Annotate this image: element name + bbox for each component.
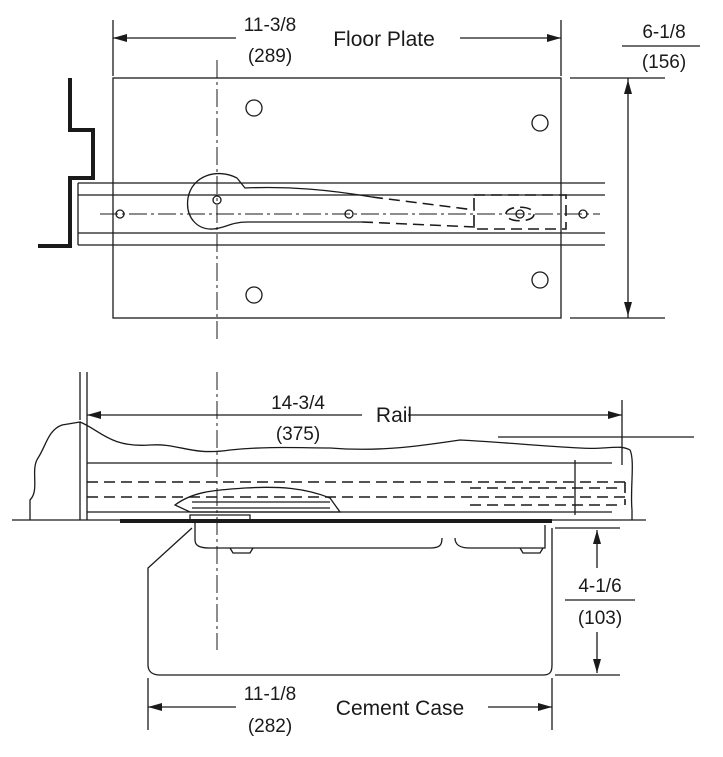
rail-hole <box>212 195 222 205</box>
cement-case <box>147 527 553 676</box>
screw-hole <box>531 271 549 289</box>
arm-profile <box>173 486 342 513</box>
slide-block-hidden <box>473 194 567 230</box>
floor-plate-width-mm: (289) <box>248 46 292 67</box>
pivot-arm <box>186 172 362 230</box>
screw-hole <box>245 99 263 117</box>
wall-profile <box>38 78 95 248</box>
pivot-arm-top <box>236 177 373 198</box>
spindle-housing <box>189 514 443 549</box>
rail-body <box>79 421 633 520</box>
dimension-arrow <box>113 34 127 42</box>
side-view: 14-3/4 (375) Rail 4-1/6 (103) 11-1/8 (28… <box>12 372 694 737</box>
dimension-arrow <box>624 302 632 316</box>
dimension-arrow <box>538 703 552 711</box>
dimension-arrow <box>547 34 561 42</box>
cement-case-depth-inches: 4-1/6 <box>578 576 621 597</box>
floor-plate-label: Floor Plate <box>333 28 435 51</box>
dimension-arrow <box>593 659 601 673</box>
case-lug <box>229 547 544 554</box>
top-view: 11-3/8 (289) Floor Plate 6-1/8 (156) <box>38 15 700 340</box>
cement-case-depth-mm: (103) <box>578 608 622 629</box>
door-jamb-profile <box>29 421 81 520</box>
dimension-arrow <box>148 703 162 711</box>
arm-profile-inner <box>192 501 330 509</box>
screw-hole <box>531 114 549 132</box>
rail-label: Rail <box>376 404 412 427</box>
dimension-arrow <box>593 530 601 544</box>
cement-case-width-mm: (282) <box>248 716 292 737</box>
slide-roller-hidden <box>505 206 535 222</box>
rail-length-mm: (375) <box>276 424 320 445</box>
dimension-arrow <box>608 411 622 419</box>
floor-plate <box>112 77 562 319</box>
floor-plate-width-inches: 11-3/8 <box>244 15 296 36</box>
rail-length-inches: 14-3/4 <box>271 393 325 414</box>
rail-hidden-lines <box>87 481 626 506</box>
floor-plate-height-mm: (156) <box>642 52 686 73</box>
cement-case-label: Cement Case <box>336 697 464 720</box>
case-top-right <box>454 525 546 549</box>
screw-hole <box>245 286 263 304</box>
dimension-arrow <box>624 80 632 94</box>
arm-hidden <box>361 196 476 228</box>
cement-case-width-inches: 11-1/8 <box>244 684 296 705</box>
dimension-arrow <box>87 411 101 419</box>
floor-plate-height-inches: 6-1/8 <box>642 22 685 43</box>
